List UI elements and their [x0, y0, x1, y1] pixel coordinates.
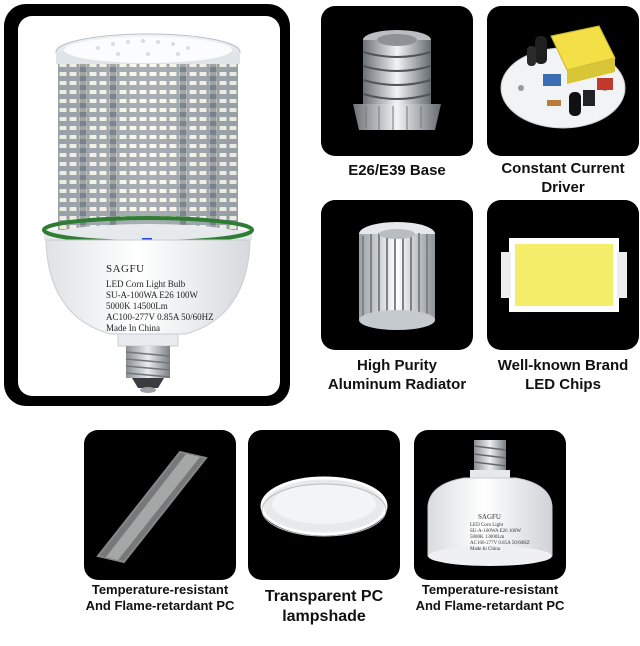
feature-tile-base [321, 6, 473, 156]
feature-caption: Well-known Brand LED Chips [497, 357, 629, 393]
feature-tile-housing: SAGFU LED Corn Light SU-A-100WA E26 100W… [414, 430, 566, 580]
product-brand: SAGFU [106, 263, 145, 275]
product-label-line: AC100-277V 0.85A 50/60HZ [106, 312, 214, 322]
feature-tile-pc-strip [84, 430, 236, 580]
feature-caption: Transparent PC lampshade [264, 588, 384, 625]
housing-label-line: Made In China [470, 547, 500, 552]
housing-label-line: LED Corn Light [470, 523, 504, 528]
feature-tile-radiator [321, 200, 473, 350]
feature-caption: High Purity Aluminum Radiator [327, 357, 467, 393]
pc-lampshade-icon [260, 476, 388, 537]
product-label-line: Made In China [106, 323, 160, 333]
heatsink-icon [359, 222, 435, 330]
housing-label-line: 5000K 13000Lm [470, 535, 505, 540]
feature-caption: Temperature-resistant And Flame-retardan… [85, 582, 235, 614]
led-chip-icon [501, 238, 627, 312]
feature-tile-pc-lampshade [248, 430, 400, 580]
driver-board-icon [500, 25, 626, 129]
product-label-line: 5000K 14500Lm [106, 301, 168, 311]
main-product-panel: SAGFU LED Corn Light Bulb SU-A-100WA E26… [18, 16, 280, 396]
pc-cover-strip-icon [96, 450, 208, 564]
feature-caption: Constant Current Driver [501, 160, 625, 196]
corn-bulb-illustration [42, 33, 254, 393]
feature-tile-driver [487, 6, 639, 156]
screw-base-icon [353, 30, 441, 130]
housing-label-line: SU-A-100WA E26 100W [470, 529, 522, 534]
housing-label-line: AC100-277V 0.85A 50/60HZ [470, 541, 530, 546]
product-label-line: SU-A-100WA E26 100W [106, 290, 198, 300]
feature-caption: E26/E39 Base [348, 162, 446, 179]
product-label-line: LED Corn Light Bulb [106, 279, 186, 289]
main-product-frame: SAGFU LED Corn Light Bulb SU-A-100WA E26… [4, 4, 290, 406]
bulb-housing-icon [427, 440, 553, 566]
feature-tile-led-chips [487, 200, 639, 350]
feature-caption: Temperature-resistant And Flame-retardan… [415, 582, 565, 614]
housing-brand: SAGFU [478, 513, 501, 521]
